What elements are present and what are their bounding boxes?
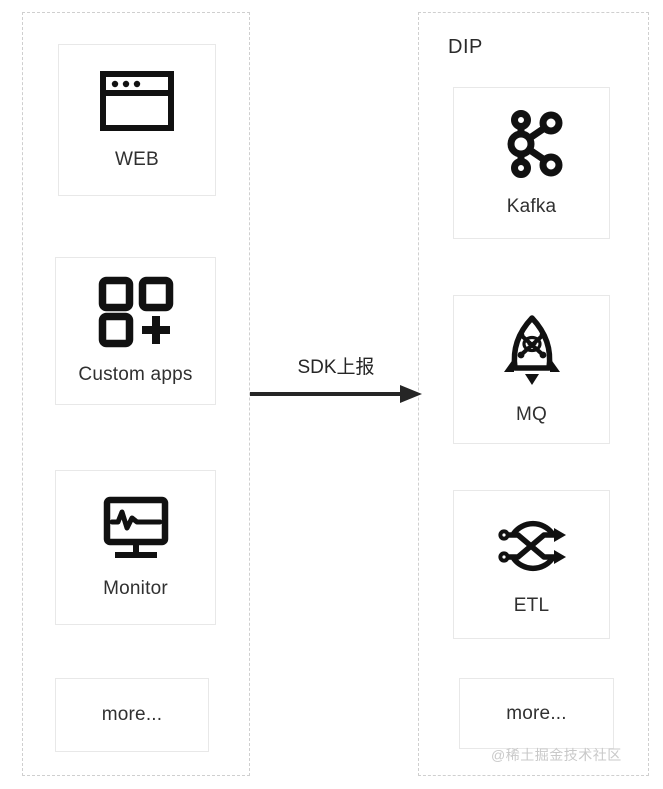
- node-label-monitor: Monitor: [103, 577, 168, 599]
- flow-arrow-icon: [248, 382, 424, 411]
- node-kafka[interactable]: Kafka: [453, 87, 610, 239]
- node-web[interactable]: WEB: [58, 44, 216, 196]
- node-label-mq: MQ: [515, 403, 547, 425]
- node-custom-apps[interactable]: Custom apps: [55, 257, 216, 405]
- node-mq[interactable]: MQ: [453, 295, 610, 444]
- node-more-right[interactable]: more...: [459, 678, 614, 749]
- etl-crossing-arrows-icon: [494, 513, 570, 579]
- node-etl[interactable]: ETL: [453, 490, 610, 639]
- flow-label-sdk-report: SDK上报: [297, 357, 375, 378]
- rocketmq-rocket-icon: [496, 314, 568, 388]
- apps-grid-plus-icon: [98, 276, 174, 348]
- kafka-node-graph-icon: [496, 108, 568, 180]
- node-more-left[interactable]: more...: [55, 678, 209, 752]
- monitor-waveform-icon: [99, 496, 173, 562]
- browser-window-icon: [98, 69, 176, 133]
- node-label-web: WEB: [115, 149, 159, 170]
- zone-client-sources: [22, 12, 250, 776]
- watermark: @稀土掘金技术社区: [491, 747, 622, 763]
- node-monitor[interactable]: Monitor: [55, 470, 216, 625]
- node-label-kafka: Kafka: [506, 196, 557, 217]
- flow-connector: SDK上报: [248, 352, 424, 412]
- node-label-custom-apps: Custom apps: [78, 364, 193, 385]
- node-label-more-right: more...: [506, 702, 567, 724]
- node-label-more-left: more...: [101, 704, 163, 725]
- node-label-etl: ETL: [513, 594, 550, 616]
- zone-title-dip: DIP: [448, 36, 483, 58]
